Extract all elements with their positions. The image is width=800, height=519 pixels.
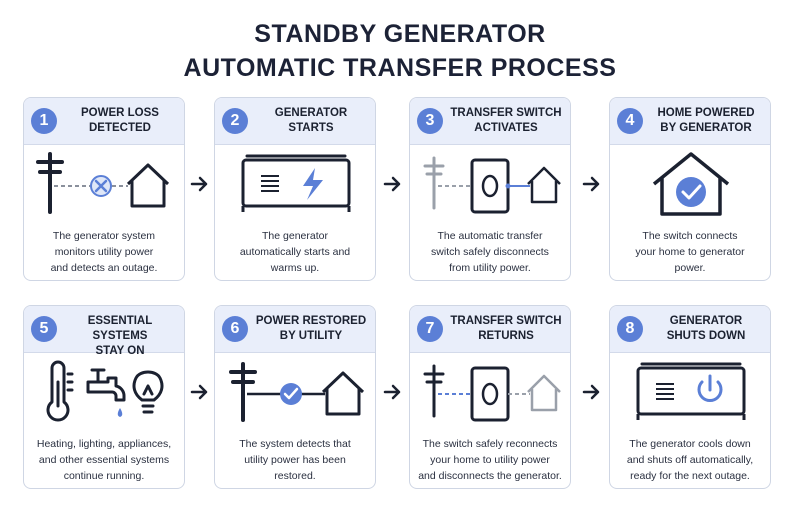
step-card-header: 4 HOME POWERED BY GENERATOR (610, 98, 770, 145)
step-description: The system detects that utility power ha… (239, 438, 351, 482)
generator-lightning-icon (241, 154, 351, 212)
utility-pole-broken-connection-house-icon (36, 152, 170, 214)
step-card-header: 2 GENERATOR STARTS (215, 98, 375, 145)
step-title: TRANSFER SWITCH ACTIVATES (450, 107, 562, 134)
step-number-badge: 8 (617, 316, 643, 342)
step-card-header: 3 TRANSFER SWITCH ACTIVATES (410, 98, 570, 145)
step-card-header: 6 POWER RESTORED BY UTILITY (215, 306, 375, 353)
step-title: POWER LOSS DETECTED (81, 107, 159, 134)
step-description: The switch connects your home to generat… (635, 230, 745, 274)
generator-power-icon (636, 362, 746, 420)
step-number-badge: 5 (31, 316, 57, 342)
thermometer-faucet-bulb-icon (46, 360, 164, 422)
step-card-header: 1 POWER LOSS DETECTED (24, 98, 184, 145)
arrow-right-icon (190, 384, 208, 400)
arrow-right-icon (383, 384, 401, 400)
step-number-badge: 6 (222, 316, 248, 342)
step-number-badge: 4 (617, 108, 643, 134)
step-description: The generator cools down and shuts off a… (626, 438, 754, 482)
step-card-5: 5 ESSENTIAL SYSTEMS STAY ON Heating, lig… (23, 305, 185, 489)
step-card-2: 2 GENERATOR STARTS The generator automat… (214, 97, 376, 281)
step-title: POWER RESTORED BY UTILITY (255, 315, 367, 342)
step-title: HOME POWERED BY GENERATOR (657, 107, 755, 134)
step-description: The generator system monitors utility po… (50, 230, 158, 274)
transfer-switch-icon (423, 156, 561, 214)
step-description: The switch safely reconnects your home t… (418, 438, 562, 482)
step-title: GENERATOR STARTS (274, 107, 348, 134)
transfer-switch-return-icon (423, 364, 561, 422)
step-card-3: 3 TRANSFER SWITCH ACTIVATES The automati… (409, 97, 571, 281)
step-description: Heating, lighting, appliances, and other… (36, 438, 172, 482)
step-card-4: 4 HOME POWERED BY GENERATOR The switch c… (609, 97, 771, 281)
step-card-header: 7 TRANSFER SWITCH RETURNS (410, 306, 570, 353)
step-title: TRANSFER SWITCH RETURNS (450, 315, 562, 342)
utility-pole-check-house-icon (229, 362, 365, 422)
step-title: GENERATOR SHUTS DOWN (666, 315, 746, 342)
step-number-badge: 1 (31, 108, 57, 134)
step-title: ESSENTIAL SYSTEMS STAY ON (87, 315, 153, 357)
step-card-8: 8 GENERATOR SHUTS DOWN The generator coo… (609, 305, 771, 489)
arrow-right-icon (383, 176, 401, 192)
step-number-badge: 3 (417, 108, 443, 134)
arrow-right-icon (582, 176, 600, 192)
step-card-1: 1 POWER LOSS DETECTED The generator syst… (23, 97, 185, 281)
step-card-header: 5 ESSENTIAL SYSTEMS STAY ON (24, 306, 184, 357)
step-number-badge: 2 (222, 108, 248, 134)
step-card-header: 8 GENERATOR SHUTS DOWN (610, 306, 770, 353)
page-title-line-2: AUTOMATIC TRANSFER PROCESS (183, 54, 617, 82)
arrow-right-icon (582, 384, 600, 400)
step-card-7: 7 TRANSFER SWITCH RETURNS The switch saf… (409, 305, 571, 489)
step-number-badge: 7 (417, 316, 443, 342)
page-title-line-1: STANDBY GENERATOR (254, 20, 546, 48)
step-description: The automatic transfer switch safely dis… (431, 230, 549, 274)
step-description: The generator automatically starts and w… (239, 230, 351, 274)
arrow-right-icon (190, 176, 208, 192)
step-card-6: 6 POWER RESTORED BY UTILITY The system d… (214, 305, 376, 489)
house-check-icon (652, 152, 730, 216)
